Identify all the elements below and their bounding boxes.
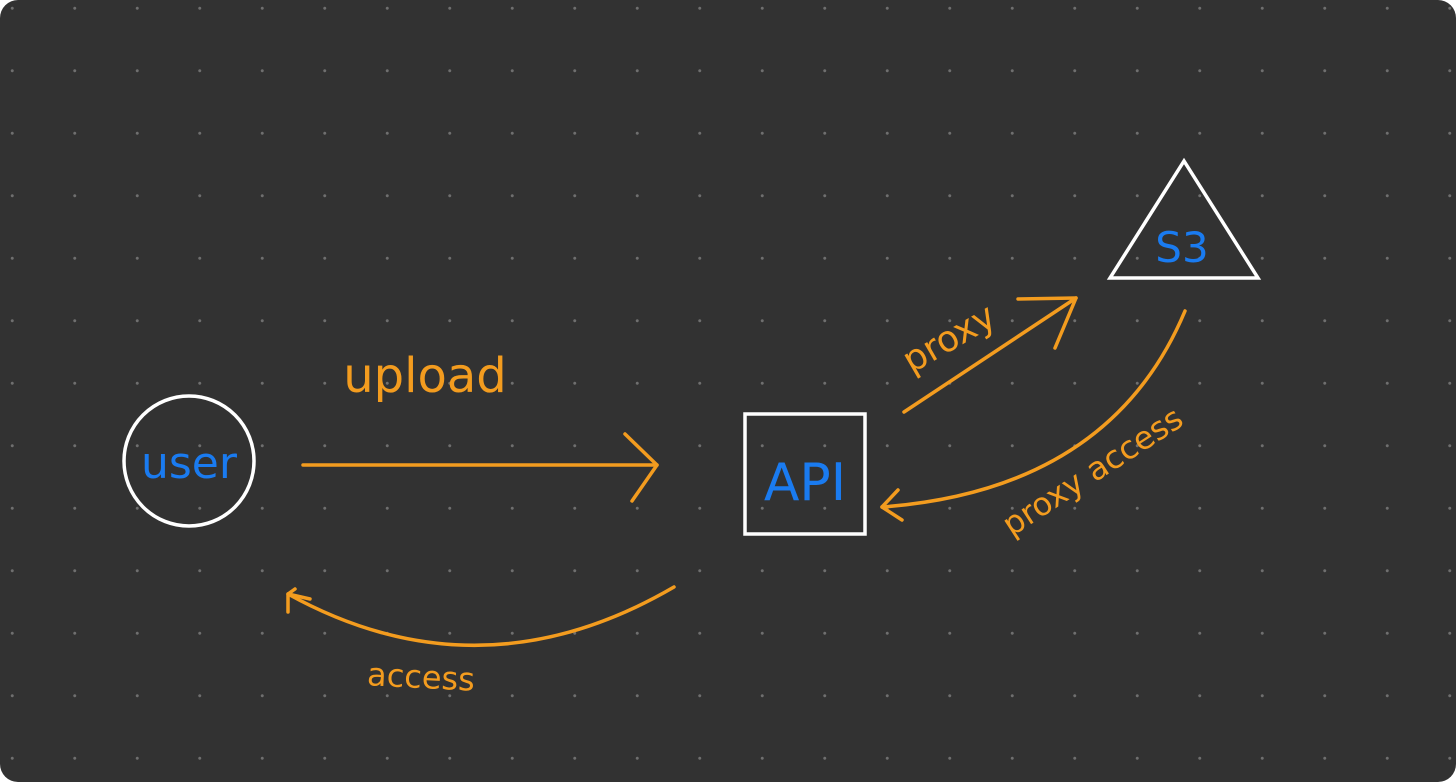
access-arrow-curve	[286, 585, 676, 648]
user-node-circle	[122, 394, 256, 528]
api-node[interactable]: API	[743, 412, 867, 536]
s3-node[interactable]: S3	[1106, 157, 1262, 280]
access-edge[interactable]: access	[286, 585, 676, 699]
upload-arrowhead	[623, 432, 659, 503]
access-edge-label: access	[366, 655, 476, 699]
upload-edge[interactable]: upload	[301, 348, 659, 503]
proxy-access-edge-label: proxy access	[995, 399, 1189, 544]
user-node-label: user	[141, 438, 238, 489]
s3-node-label: S3	[1155, 223, 1208, 272]
proxy-access-arrow-curve	[880, 309, 1187, 509]
proxy-edge[interactable]: proxy	[896, 296, 1078, 414]
proxy-arrowhead	[1016, 296, 1078, 350]
proxy-arrow-line	[902, 296, 1078, 414]
proxy-edge-label: proxy	[896, 296, 1003, 382]
user-node[interactable]: user	[122, 394, 256, 528]
api-node-box	[743, 412, 867, 536]
s3-node-triangle	[1106, 157, 1262, 280]
api-node-label: API	[764, 453, 846, 513]
upload-edge-label: upload	[343, 348, 506, 404]
access-arrowhead	[286, 587, 312, 614]
proxy-access-arrowhead	[880, 488, 904, 522]
